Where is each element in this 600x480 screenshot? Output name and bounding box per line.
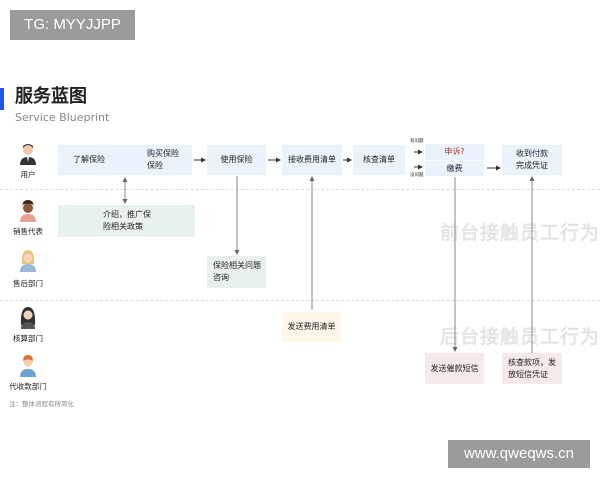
page-title: 服务蓝图 <box>15 86 87 107</box>
step-payment-received: 收到付款 完成凭证 <box>502 145 562 175</box>
line-of-visibility <box>0 300 600 301</box>
step-send-bill: 发送费用清单 <box>282 312 341 342</box>
step-pay: 缴费 <box>425 161 484 176</box>
step-learn: 了解保险 <box>73 155 105 164</box>
step-appeal: 申诉? <box>425 144 484 160</box>
sales-avatar-icon <box>20 200 36 222</box>
back-stage-label: 后台接触员工行为 <box>440 326 600 348</box>
step-use: 使用保险 <box>207 145 266 175</box>
accent-bar <box>0 88 4 110</box>
role-collection: 代收款部门 <box>9 382 47 391</box>
accounting-avatar-icon <box>20 307 36 329</box>
front-stage-label: 前台接触员工行为 <box>440 222 600 244</box>
user-avatar-icon <box>20 144 36 165</box>
role-sales: 销售代表 <box>13 227 43 236</box>
role-aftersales: 售后部门 <box>13 279 43 288</box>
step-buy: 购买保险 保险 <box>147 149 179 170</box>
step-verify-payment: 核查款项，发 放短信凭证 <box>502 353 562 384</box>
role-accounting: 核算部门 <box>13 334 43 343</box>
step-aftersales-consult: 保险相关问题 咨询 <box>207 256 266 288</box>
footnote: 注：整体流程有所简化 <box>9 400 74 408</box>
page-subtitle: Service Blueprint <box>15 111 110 124</box>
step-check-bill: 核查清单 <box>353 145 405 175</box>
role-user: 用户 <box>20 170 36 179</box>
no-problem-label: 没问题 <box>410 173 424 178</box>
step-learn-buy <box>58 145 192 175</box>
tg-watermark: TG: MYYJJPP <box>10 10 135 40</box>
aftersales-avatar-icon <box>20 250 36 272</box>
step-send-reminder: 发送催款短信 <box>425 353 484 384</box>
line-of-interaction <box>0 189 600 190</box>
collection-avatar-icon <box>20 355 36 377</box>
problem-label: 有问题 <box>410 139 424 144</box>
step-receive-bill: 接收费用清单 <box>282 145 342 175</box>
step-sales-intro: 介绍，推广保 险相关政策 <box>58 205 195 237</box>
site-watermark: www.qweqws.cn <box>448 440 590 468</box>
